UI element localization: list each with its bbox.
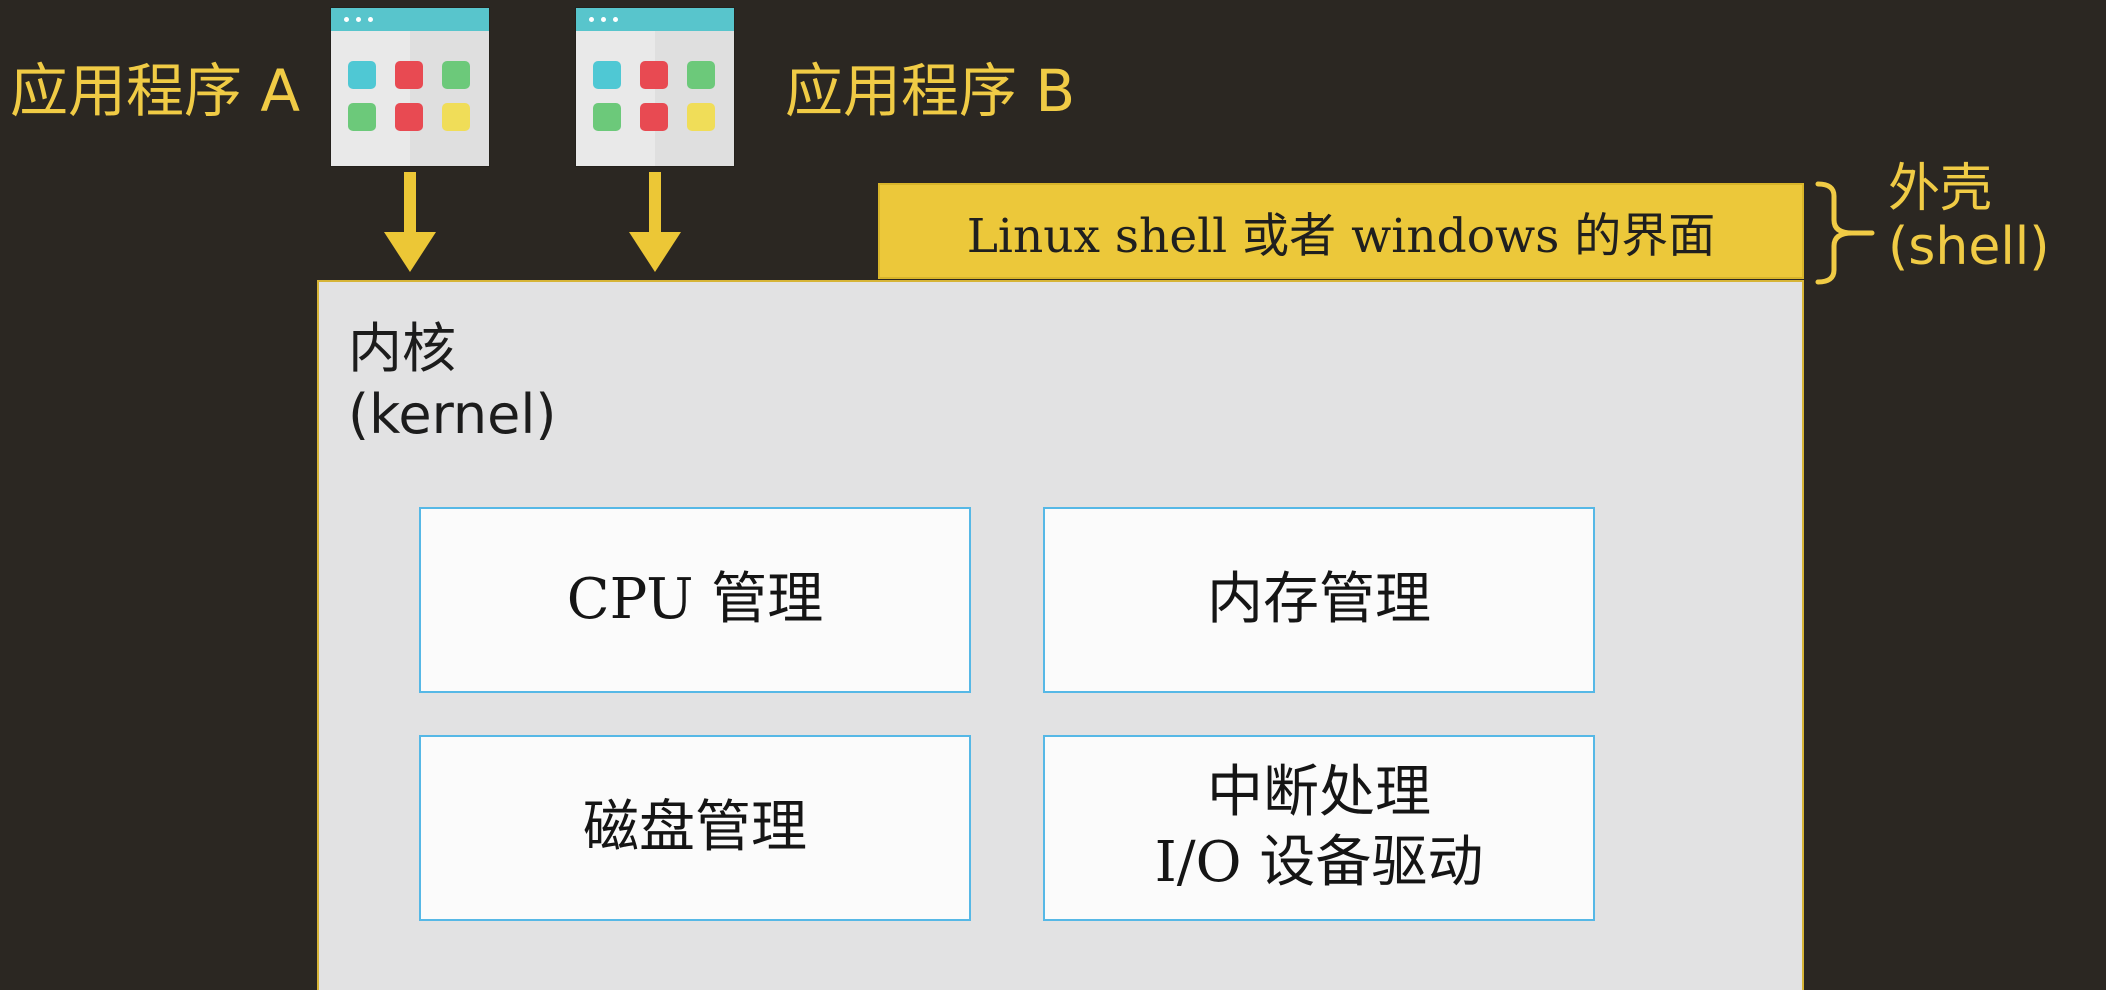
disk-management-module: 磁盘管理 xyxy=(419,735,971,921)
shell-bar: Linux shell 或者 windows 的界面 xyxy=(878,183,1804,279)
module-label-line2: I/O 设备驱动 xyxy=(1154,830,1484,895)
kernel-label: 内核 (kernel) xyxy=(348,316,556,448)
module-label-line1: 中断处理 xyxy=(1207,760,1431,825)
cpu-management-module: CPU 管理 xyxy=(419,507,971,693)
down-arrow-icon xyxy=(649,172,661,250)
down-arrow-head-icon xyxy=(384,232,436,272)
curly-brace-icon xyxy=(1815,181,1875,285)
down-arrow-icon xyxy=(404,172,416,250)
module-label: 内存管理 xyxy=(1207,567,1431,632)
interrupt-io-driver-module: 中断处理 I/O 设备驱动 xyxy=(1043,735,1595,921)
down-arrow-head-icon xyxy=(629,232,681,272)
shell-label: 外壳 (shell) xyxy=(1888,159,2050,278)
app-a-window-icon xyxy=(331,8,489,166)
shell-label-cn: 外壳 xyxy=(1888,159,1993,219)
kernel-label-en: (kernel) xyxy=(348,382,557,446)
module-label: CPU 管理 xyxy=(566,567,824,632)
window-titlebar xyxy=(576,8,734,31)
app-b-label: 应用程序 B xyxy=(785,57,1076,125)
shell-bar-text: Linux shell 或者 windows 的界面 xyxy=(966,208,1716,264)
app-b-window-icon xyxy=(576,8,734,166)
app-a-label: 应用程序 A xyxy=(10,57,301,125)
module-label: 磁盘管理 xyxy=(583,795,807,860)
shell-label-en: (shell) xyxy=(1888,217,2050,278)
memory-management-module: 内存管理 xyxy=(1043,507,1595,693)
kernel-label-cn: 内核 xyxy=(348,317,456,380)
window-titlebar xyxy=(331,8,489,31)
